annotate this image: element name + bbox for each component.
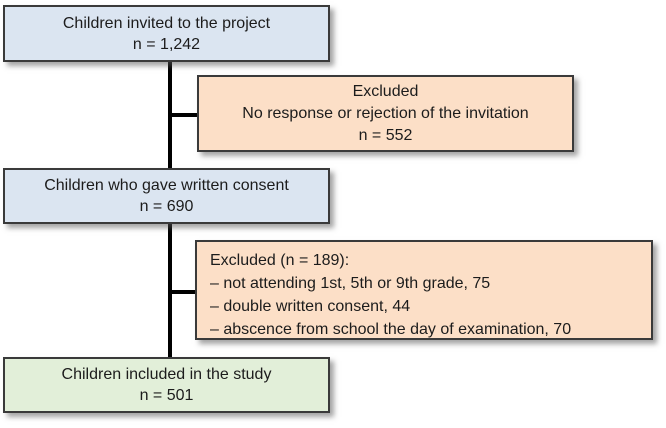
- box-heading: Excluded (n = 189):: [210, 252, 350, 269]
- box-excluded-no-response: Excluded No response or rejection of the…: [197, 75, 574, 152]
- box-count: n = 501: [139, 387, 194, 404]
- excluded-reason-item: – double written consent, 44: [210, 298, 411, 315]
- connector-branch-excluded-1: [170, 113, 197, 117]
- box-count: n = 690: [139, 198, 194, 215]
- box-written-consent: Children who gave written consent n = 69…: [3, 168, 330, 224]
- box-children-included: Children included in the study n = 501: [3, 357, 330, 413]
- excluded-reason-item: – not attending 1st, 5th or 9th grade, 7…: [210, 275, 491, 292]
- excluded-reason-item: – abscence from school the day of examin…: [210, 321, 572, 338]
- box-title: Children included in the study: [61, 366, 272, 383]
- box-reason: No response or rejection of the invitati…: [242, 104, 529, 122]
- box-children-invited: Children invited to the project n = 1,24…: [3, 5, 330, 62]
- connector-branch-excluded-2: [170, 290, 195, 294]
- box-title: Children who gave written consent: [44, 177, 289, 194]
- box-title: Children invited to the project: [62, 14, 271, 32]
- box-title: Excluded: [352, 82, 419, 100]
- box-count: n = 1,242: [132, 35, 201, 53]
- box-count: n = 552: [358, 126, 413, 144]
- box-excluded-detailed: Excluded (n = 189): – not attending 1st,…: [195, 240, 653, 340]
